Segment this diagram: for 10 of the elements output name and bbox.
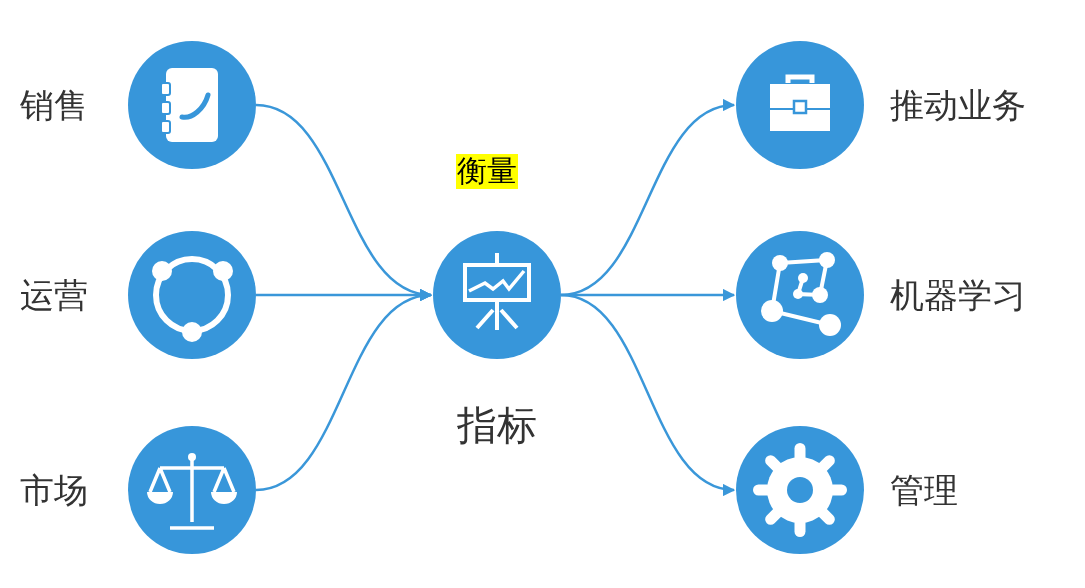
node-label: 指标 [456, 405, 538, 445]
arrow [255, 290, 433, 492]
highlighted-note: 衡量 [456, 154, 518, 189]
node-label: 机器学习 [890, 278, 1026, 312]
node-label: 市场 [20, 473, 88, 507]
arrow [560, 293, 736, 494]
node-label: 运营 [20, 278, 88, 312]
node-label: 推动业务 [890, 88, 1026, 122]
node-label: 销售 [20, 88, 88, 122]
node-label: 管理 [890, 473, 958, 507]
